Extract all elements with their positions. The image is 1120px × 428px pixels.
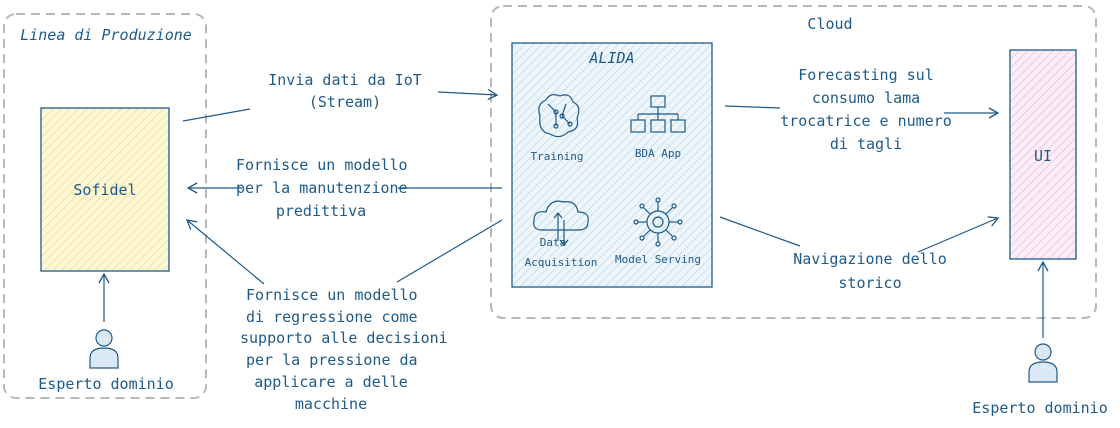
- navigation-label-1: Navigazione dello: [793, 250, 947, 268]
- regression-label-1: Fornisce un modello: [246, 286, 418, 304]
- ui-box: [1009, 49, 1077, 260]
- sofidel-label: Sofidel: [73, 181, 137, 199]
- production-zone-title: Linea di Produzione: [20, 26, 192, 44]
- forecasting-label-1: Forecasting sul: [798, 66, 934, 84]
- cloud-zone: [490, 5, 1097, 319]
- forecasting-label-4: di tagli: [829, 135, 903, 153]
- hierarchy-icon: [630, 95, 686, 133]
- model-serving-label: Model Serving: [614, 253, 702, 266]
- arrow-regression-model: [185, 219, 503, 285]
- navigation-label-2: storico: [838, 274, 902, 292]
- person-icon: [1028, 343, 1058, 383]
- right-actor-label: Esperto dominio: [972, 399, 1108, 417]
- left-actor-label: Esperto dominio: [38, 375, 174, 393]
- training-label: Training: [530, 150, 584, 163]
- ui-label: UI: [1033, 147, 1053, 165]
- maintenance-label-2: per la manutenzione: [236, 179, 408, 197]
- alida-label: ALIDA: [589, 49, 635, 67]
- regression-label-4: per la pressione da: [246, 351, 418, 369]
- production-zone: [3, 13, 207, 399]
- data-acquisition-label-1: Data: [539, 236, 567, 249]
- iot-label-1: Invia dati da IoT: [268, 71, 422, 89]
- maintenance-label-3: predittiva: [275, 202, 367, 220]
- arrow-iot-stream: [182, 88, 499, 122]
- alida-box: [511, 42, 713, 288]
- forecasting-label-3: trocatrice e numero: [780, 112, 952, 130]
- arrow-forecasting: [724, 105, 1000, 119]
- maintenance-label-1: Fornisce un modello: [236, 156, 408, 174]
- data-acquisition-label-2: Acquisition: [524, 256, 598, 269]
- cloud-zone-title: Cloud: [807, 15, 853, 33]
- sofidel-box: [40, 107, 170, 272]
- regression-label-3: supporto alle decisioni: [240, 329, 448, 347]
- regression-label-6: macchine: [294, 395, 368, 413]
- model-serving-icon: [633, 197, 683, 247]
- iot-label-2: (Stream): [308, 93, 382, 111]
- brain-circuit-icon: [538, 94, 580, 138]
- cloud-transfer-icon: [533, 200, 589, 246]
- forecasting-label-2: consumo lama: [811, 89, 921, 107]
- regression-label-2: di regressione come: [246, 308, 418, 326]
- regression-label-5: applicare a delle: [254, 373, 408, 391]
- bda-app-label: BDA App: [634, 147, 682, 160]
- arrow-history-navigation: [719, 216, 1000, 253]
- person-icon: [89, 329, 119, 369]
